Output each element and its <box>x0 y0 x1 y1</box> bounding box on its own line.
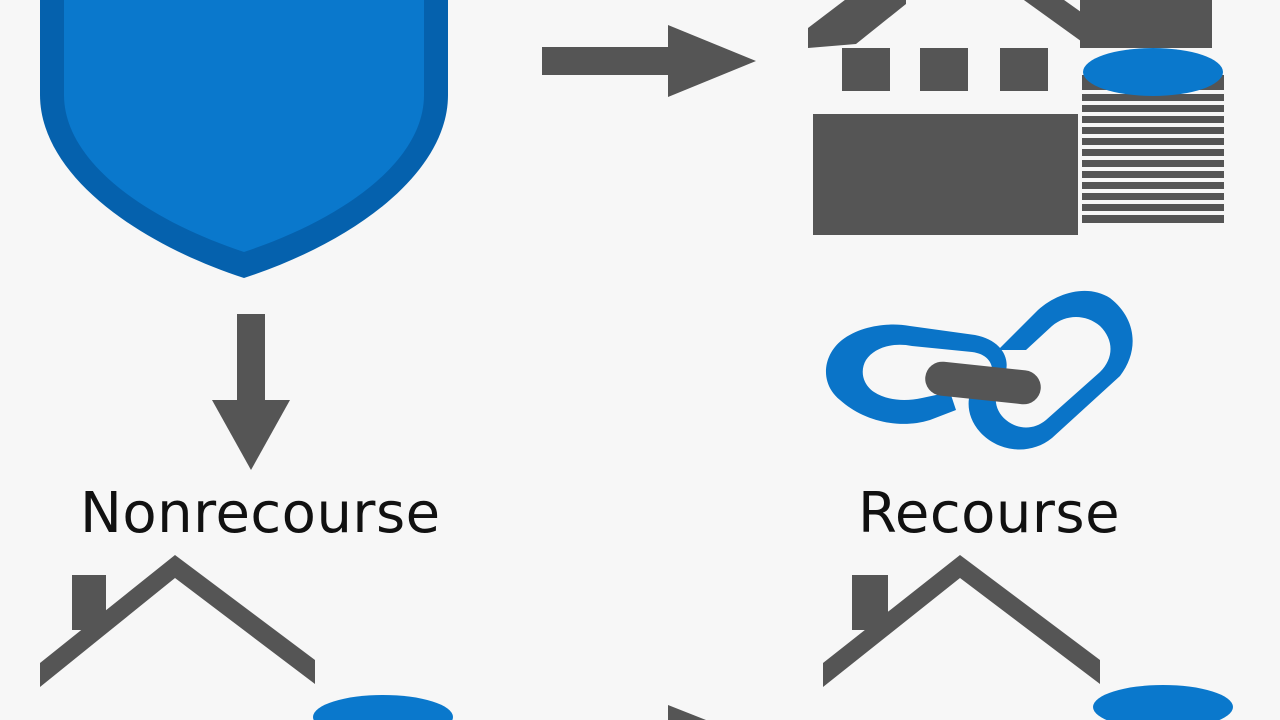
chain-link-icon <box>825 290 1133 450</box>
arrow-down-icon <box>212 314 290 470</box>
arrow-right-icon <box>668 705 706 720</box>
house-icon <box>823 555 1100 687</box>
shield-icon <box>40 0 448 278</box>
house-icon <box>40 555 315 687</box>
coin-stack-icon <box>1093 685 1233 720</box>
nonrecourse-label: Nonrecourse <box>80 481 441 546</box>
coin-stack-icon <box>1082 48 1224 223</box>
arrow-right-icon <box>542 25 756 97</box>
recourse-label: Recourse <box>858 481 1121 546</box>
house-with-coins-icon <box>808 0 1224 235</box>
coin-stack-icon <box>313 695 453 720</box>
